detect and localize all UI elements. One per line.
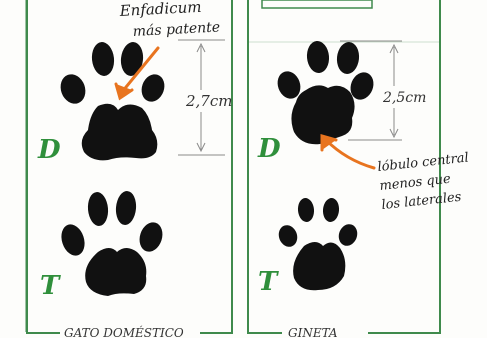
genet-hind-row-letter: T	[258, 267, 279, 297]
genet-front-toe-2	[306, 40, 331, 74]
header-box-fragment	[262, 0, 372, 8]
genet-hind-paw-print	[276, 197, 360, 290]
genet-measurement-label: 2,5cm	[382, 90, 426, 106]
cat-panel-caption: GATO DOMÉSTICO	[64, 325, 184, 338]
genet-hind-toe-3	[322, 197, 340, 222]
claw-note-line-1: Enfadicum	[118, 0, 202, 20]
claw-note-line-2: más patente	[132, 19, 220, 40]
cat-front-toe-1	[57, 71, 90, 107]
lobe-note-arrow	[322, 136, 374, 168]
cat-measurement-label: 2,7cm	[185, 92, 232, 110]
lobe-note-line-3: los laterales	[381, 190, 463, 213]
cat-hind-main-pad	[85, 248, 146, 296]
genet-front-row-letter: D	[257, 134, 281, 164]
genet-panel-caption: GINETA	[288, 326, 338, 338]
cat-hind-row-letter: T	[40, 271, 61, 301]
cat-front-toe-2	[90, 41, 115, 77]
genet-hind-toe-4	[336, 222, 360, 249]
cat-hind-toe-1	[58, 221, 89, 258]
genet-front-toe-3	[335, 41, 360, 75]
cat-hind-paw-print	[58, 190, 167, 296]
cat-hind-toe-3	[115, 190, 138, 226]
cat-front-toe-3	[119, 41, 144, 77]
genet-hind-toe-2	[297, 197, 315, 222]
cat-front-row-letter: D	[37, 135, 61, 165]
cat-front-main-pad	[82, 104, 158, 161]
genet-hind-toe-1	[276, 223, 300, 250]
cat-front-toe-4	[138, 71, 168, 105]
lobe-note-line-1: lóbulo central	[377, 150, 470, 174]
genet-hind-main-pad	[293, 242, 345, 290]
genet-front-paw-print	[274, 40, 378, 144]
cat-hind-toe-4	[136, 219, 166, 254]
cat-hind-toe-2	[87, 191, 110, 227]
cat-front-paw-print	[57, 41, 169, 160]
